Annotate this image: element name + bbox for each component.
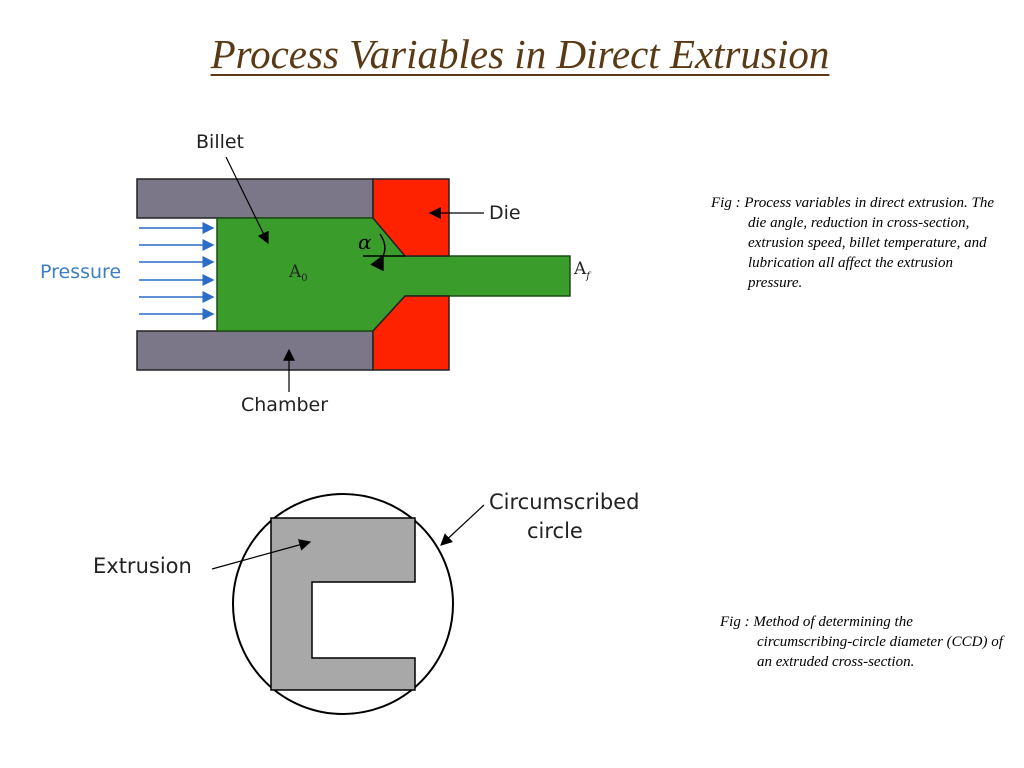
figure2-caption: Fig : Method of determining the circumsc… (720, 614, 1003, 670)
pressure-arrows (139, 222, 215, 320)
extrusion-pointer-arrow (211, 539, 312, 570)
die-top (372, 178, 450, 257)
die-angle-label: α (358, 230, 372, 254)
circumscribed-circle-label-line1: Circumscribed (489, 490, 640, 514)
billet-pointer-arrow (225, 156, 269, 245)
pressure-label: Pressure (40, 261, 121, 283)
slide-title: Process Variables in Direct Extrusion (210, 31, 830, 77)
die-bottom (372, 295, 450, 371)
final-area-label: Af (573, 259, 592, 282)
circumscribed-pointer-arrow (440, 504, 485, 546)
billet-label: Billet (196, 131, 244, 153)
chamber-top-wall (136, 178, 374, 219)
figure1-caption: Fig : Process variables in direct extrus… (711, 195, 995, 291)
original-area-label: A0 (288, 262, 308, 284)
extrusion-cross-section (270, 517, 416, 691)
circumscribed-circle-label-line2: circle (527, 519, 583, 543)
chamber-label: Chamber (241, 394, 328, 416)
chamber-bottom-wall (136, 330, 374, 371)
die-angle-arc (370, 233, 386, 272)
die-label: Die (489, 202, 521, 224)
extrusion-label: Extrusion (93, 554, 192, 578)
